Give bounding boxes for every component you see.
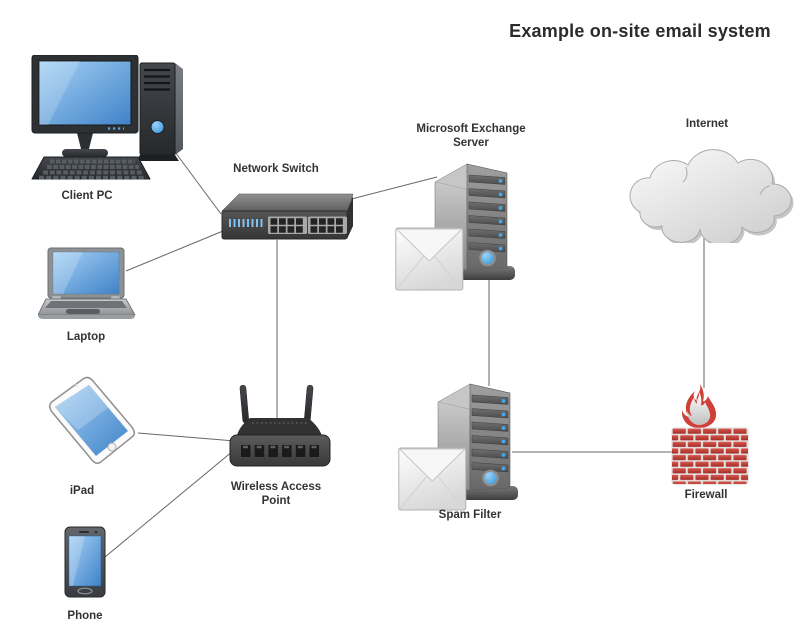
- firewall-icon: [671, 384, 749, 485]
- pc-monitor: [31, 55, 139, 157]
- node-ipad[interactable]: [38, 372, 143, 472]
- node-laptop[interactable]: [38, 245, 138, 323]
- node-spam-filter[interactable]: [398, 370, 528, 515]
- node-label-wireless-access-point: Wireless Access Point: [230, 481, 322, 508]
- node-label-internet: Internet: [685, 118, 729, 130]
- flame-icon: [681, 384, 717, 428]
- node-client-pc[interactable]: [18, 55, 188, 190]
- node-label-spam-filter: Spam Filter: [438, 509, 502, 521]
- node-wireless-access-point[interactable]: [228, 383, 333, 475]
- node-exchange-server[interactable]: [395, 150, 525, 295]
- node-label-laptop: Laptop: [66, 331, 106, 343]
- diagram-title: Example on-site email system: [509, 21, 771, 41]
- pc-tower: [136, 62, 183, 161]
- pc-keyboard: [31, 156, 151, 180]
- node-label-firewall: Firewall: [684, 489, 728, 501]
- antenna-right: [304, 384, 314, 424]
- mail-server-icon: [398, 382, 520, 512]
- connection-laptop-network-switch: [125, 230, 224, 272]
- cloud-icon: [629, 149, 794, 243]
- connection-ipad-wireless-access-point: [137, 432, 236, 442]
- switch-ports: [268, 216, 347, 234]
- smartphone-icon: [64, 526, 106, 598]
- mail-server-icon: [395, 162, 517, 292]
- node-network-switch[interactable]: [218, 190, 353, 245]
- node-label-exchange-server: Microsoft Exchange Server: [416, 123, 526, 150]
- brick-wall: [671, 427, 749, 485]
- wireless-router-icon: [229, 384, 331, 467]
- node-phone[interactable]: [62, 525, 110, 603]
- network-switch-icon: [221, 193, 353, 240]
- node-firewall[interactable]: [668, 378, 752, 488]
- node-label-ipad: iPad: [69, 485, 95, 497]
- antenna-left: [239, 384, 249, 424]
- node-internet[interactable]: [620, 138, 795, 243]
- tablet-icon: [49, 376, 135, 464]
- laptop-icon: [38, 247, 136, 319]
- connection-phone-wireless-access-point: [104, 445, 240, 558]
- node-label-phone: Phone: [67, 610, 103, 622]
- desktop-computer-icon: [31, 55, 183, 180]
- connection-client-pc-network-switch: [174, 151, 222, 215]
- node-label-network-switch: Network Switch: [233, 163, 319, 175]
- node-label-client-pc: Client PC: [61, 190, 113, 202]
